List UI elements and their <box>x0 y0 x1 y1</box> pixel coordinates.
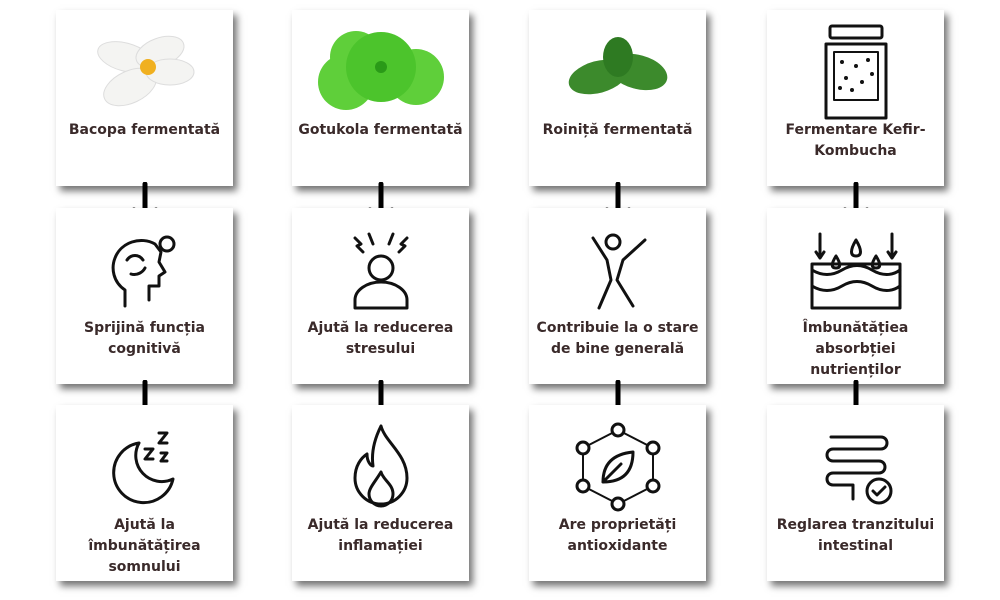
box-label: Roiniță fermentată <box>542 122 693 138</box>
diagram-box: Are proprietăți antioxidante <box>529 405 706 581</box>
happy-person-icon <box>529 208 706 318</box>
diagram-box: Ajută la reducerea inflamației <box>292 405 469 581</box>
diagram-box: Sprijină funcția cognitivă <box>56 208 233 384</box>
diagram-box: Gotukola fermentată <box>292 10 469 186</box>
diagram-box: Ajută la reducerea stresului <box>292 208 469 384</box>
box-label: Ajută la reducerea inflamației <box>307 517 454 554</box>
box-label: Ajută la îmbunătățirea somnului <box>88 517 201 575</box>
moon-sleep-icon <box>56 405 233 515</box>
diagram-box: Reglarea tranzitului intestinal <box>767 405 944 581</box>
diagram-box: Bacopa fermentată <box>56 10 233 186</box>
diagram-box: Roiniță fermentată <box>529 10 706 186</box>
intestine-check-icon <box>767 405 944 515</box>
green-leaves-icon <box>292 10 469 120</box>
box-label: Îmbunătățiea absorbției nutrienților <box>802 320 909 378</box>
diagram-box: Contribuie la o stare de bine generală <box>529 208 706 384</box>
box-label: Gotukola fermentată <box>298 122 463 138</box>
box-label: Contribuie la o stare de bine generală <box>536 320 699 357</box>
diagram-box: Îmbunătățiea absorbției nutrienților <box>767 208 944 384</box>
absorption-icon <box>767 208 944 318</box>
flame-icon <box>292 405 469 515</box>
diagram-box: Fermentare Kefir-Kombucha <box>767 10 944 186</box>
white-flower-icon <box>56 10 233 120</box>
box-label: Bacopa fermentată <box>68 122 221 138</box>
stressed-person-icon <box>292 208 469 318</box>
diagram-box: Ajută la îmbunătățirea somnului <box>56 405 233 581</box>
box-label: Reglarea tranzitului intestinal <box>776 517 935 554</box>
box-label: Fermentare Kefir-Kombucha <box>785 122 926 159</box>
box-label: Are proprietăți antioxidante <box>558 517 677 554</box>
fermentation-jar-icon <box>767 10 944 120</box>
box-label: Ajută la reducerea stresului <box>307 320 454 357</box>
molecule-leaf-icon <box>529 405 706 515</box>
lemon-balm-icon <box>529 10 706 120</box>
brain-gear-icon <box>56 208 233 318</box>
box-label: Sprijină funcția cognitivă <box>84 320 205 357</box>
